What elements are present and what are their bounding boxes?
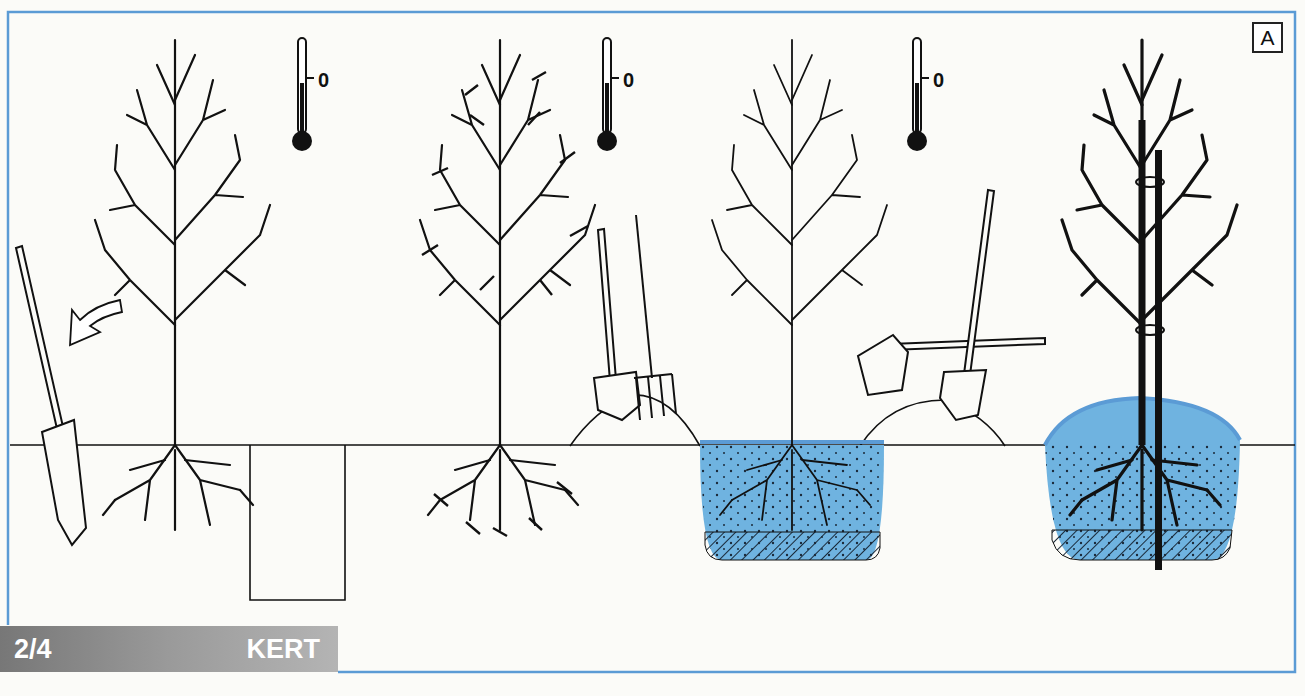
cut-mark (470, 112, 552, 295)
support-stake (1155, 150, 1162, 570)
shovel-tool (598, 229, 616, 381)
thermometer-symbol (597, 38, 619, 151)
thermometer-symbol (907, 38, 929, 151)
thermometer-symbol (292, 38, 314, 151)
page-number: 2/4 (14, 634, 52, 665)
spade-tool (16, 246, 86, 545)
cut-mark (434, 482, 572, 536)
frame-border (8, 12, 1295, 672)
fork-tool (634, 374, 676, 420)
planting-pit (250, 445, 345, 600)
spade-tool (16, 246, 66, 442)
fork-tool (636, 215, 652, 378)
stake-tie (1136, 177, 1164, 187)
stake-tie (1136, 177, 1164, 335)
cut-mark (422, 72, 588, 536)
spade-tool (42, 420, 86, 545)
tree-drawing (420, 40, 595, 530)
drainage-layer (1052, 530, 1232, 560)
shovel-tool (594, 372, 640, 420)
section-band: 2/4 KERT (0, 626, 338, 672)
direction-arrow (70, 300, 122, 345)
temperature-mark: 0 (933, 70, 944, 90)
shovel-tool (964, 190, 994, 375)
temperature-mark: 0 (623, 70, 634, 90)
cut-mark (422, 72, 588, 255)
shovel-tool (940, 370, 986, 420)
section-name: KERT (247, 634, 321, 665)
tree-drawing (712, 40, 887, 530)
shovel-tool (858, 335, 908, 395)
tree-drawing (95, 40, 270, 530)
panel-letter-box: A (1252, 22, 1283, 53)
shovel-tool (594, 229, 640, 420)
panel-letter: A (1260, 26, 1274, 50)
temperature-mark: 0 (318, 70, 329, 90)
tree-trunk (1139, 120, 1146, 445)
shovel-tool (858, 190, 1045, 420)
stake-tie (1136, 325, 1164, 335)
fork-tool (634, 215, 676, 420)
drainage-layer (705, 532, 880, 560)
soil-mound (860, 400, 1005, 446)
tree-drawing (1062, 40, 1237, 530)
